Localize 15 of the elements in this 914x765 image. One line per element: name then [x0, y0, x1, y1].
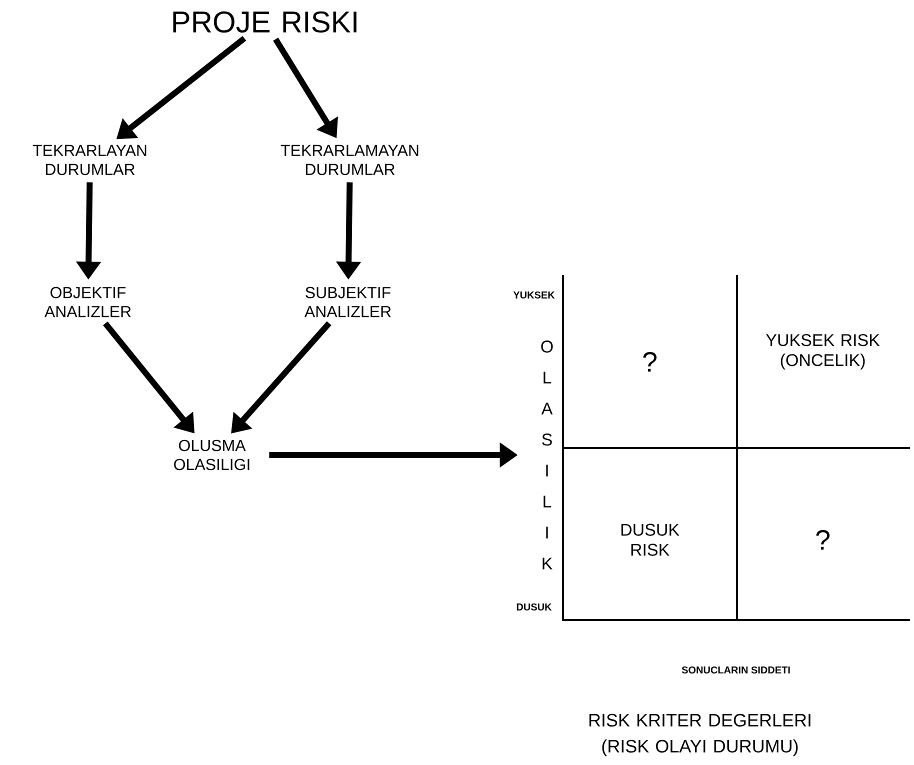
axis-label: SONUCLARIN SIDDETI	[682, 666, 790, 674]
step-text: OBJEKTIF ANALIZLER	[44, 286, 131, 318]
cell-text: DUSUK RISK	[621, 524, 680, 556]
question-mark: ?	[643, 352, 657, 372]
step-text: TEKRARLAYAN DURUMLAR	[32, 144, 146, 176]
heading-text: PROJE RISKI	[173, 11, 356, 33]
result-text: OLUSMA OLASILIGI	[174, 440, 250, 470]
axis-label: OLASILIK	[541, 340, 553, 570]
axis-label: DUSUK	[516, 603, 552, 611]
question-mark: ?	[816, 530, 830, 550]
caption: RISK KRITER DEGERLERI (RISK OLAYI DURUMU)	[589, 714, 810, 756]
step-text: SUBJEKTIF ANALIZLER	[304, 286, 391, 318]
axis-label: YUKSEK	[513, 291, 555, 299]
cell-text: YUKSEK RISK (ONCELIK)	[766, 334, 880, 370]
step-text: TEKRARLAMAYAN DURUMLAR	[280, 144, 418, 176]
